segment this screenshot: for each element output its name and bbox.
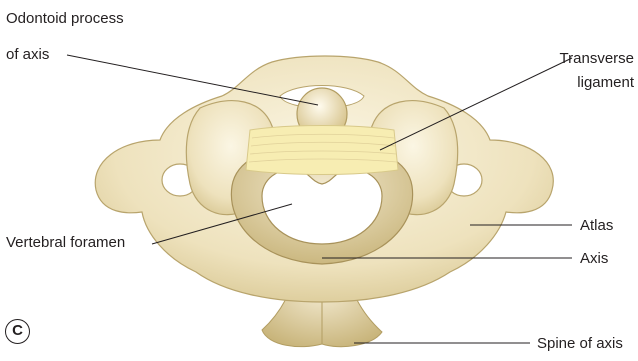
label-vertebral-foramen: Vertebral foramen [6,233,125,252]
label-odontoid-line2: of axis [6,45,49,64]
label-atlas: Atlas [580,216,613,235]
transverse-ligament-band [246,126,398,175]
panel-letter-badge: C [5,319,30,344]
label-odontoid-line1: Odontoid process [6,9,124,28]
label-axis: Axis [580,249,608,268]
label-transverse-line2: ligament [577,73,634,92]
label-transverse-line1: Transverse [560,49,634,68]
label-spine-of-axis: Spine of axis [537,334,623,353]
